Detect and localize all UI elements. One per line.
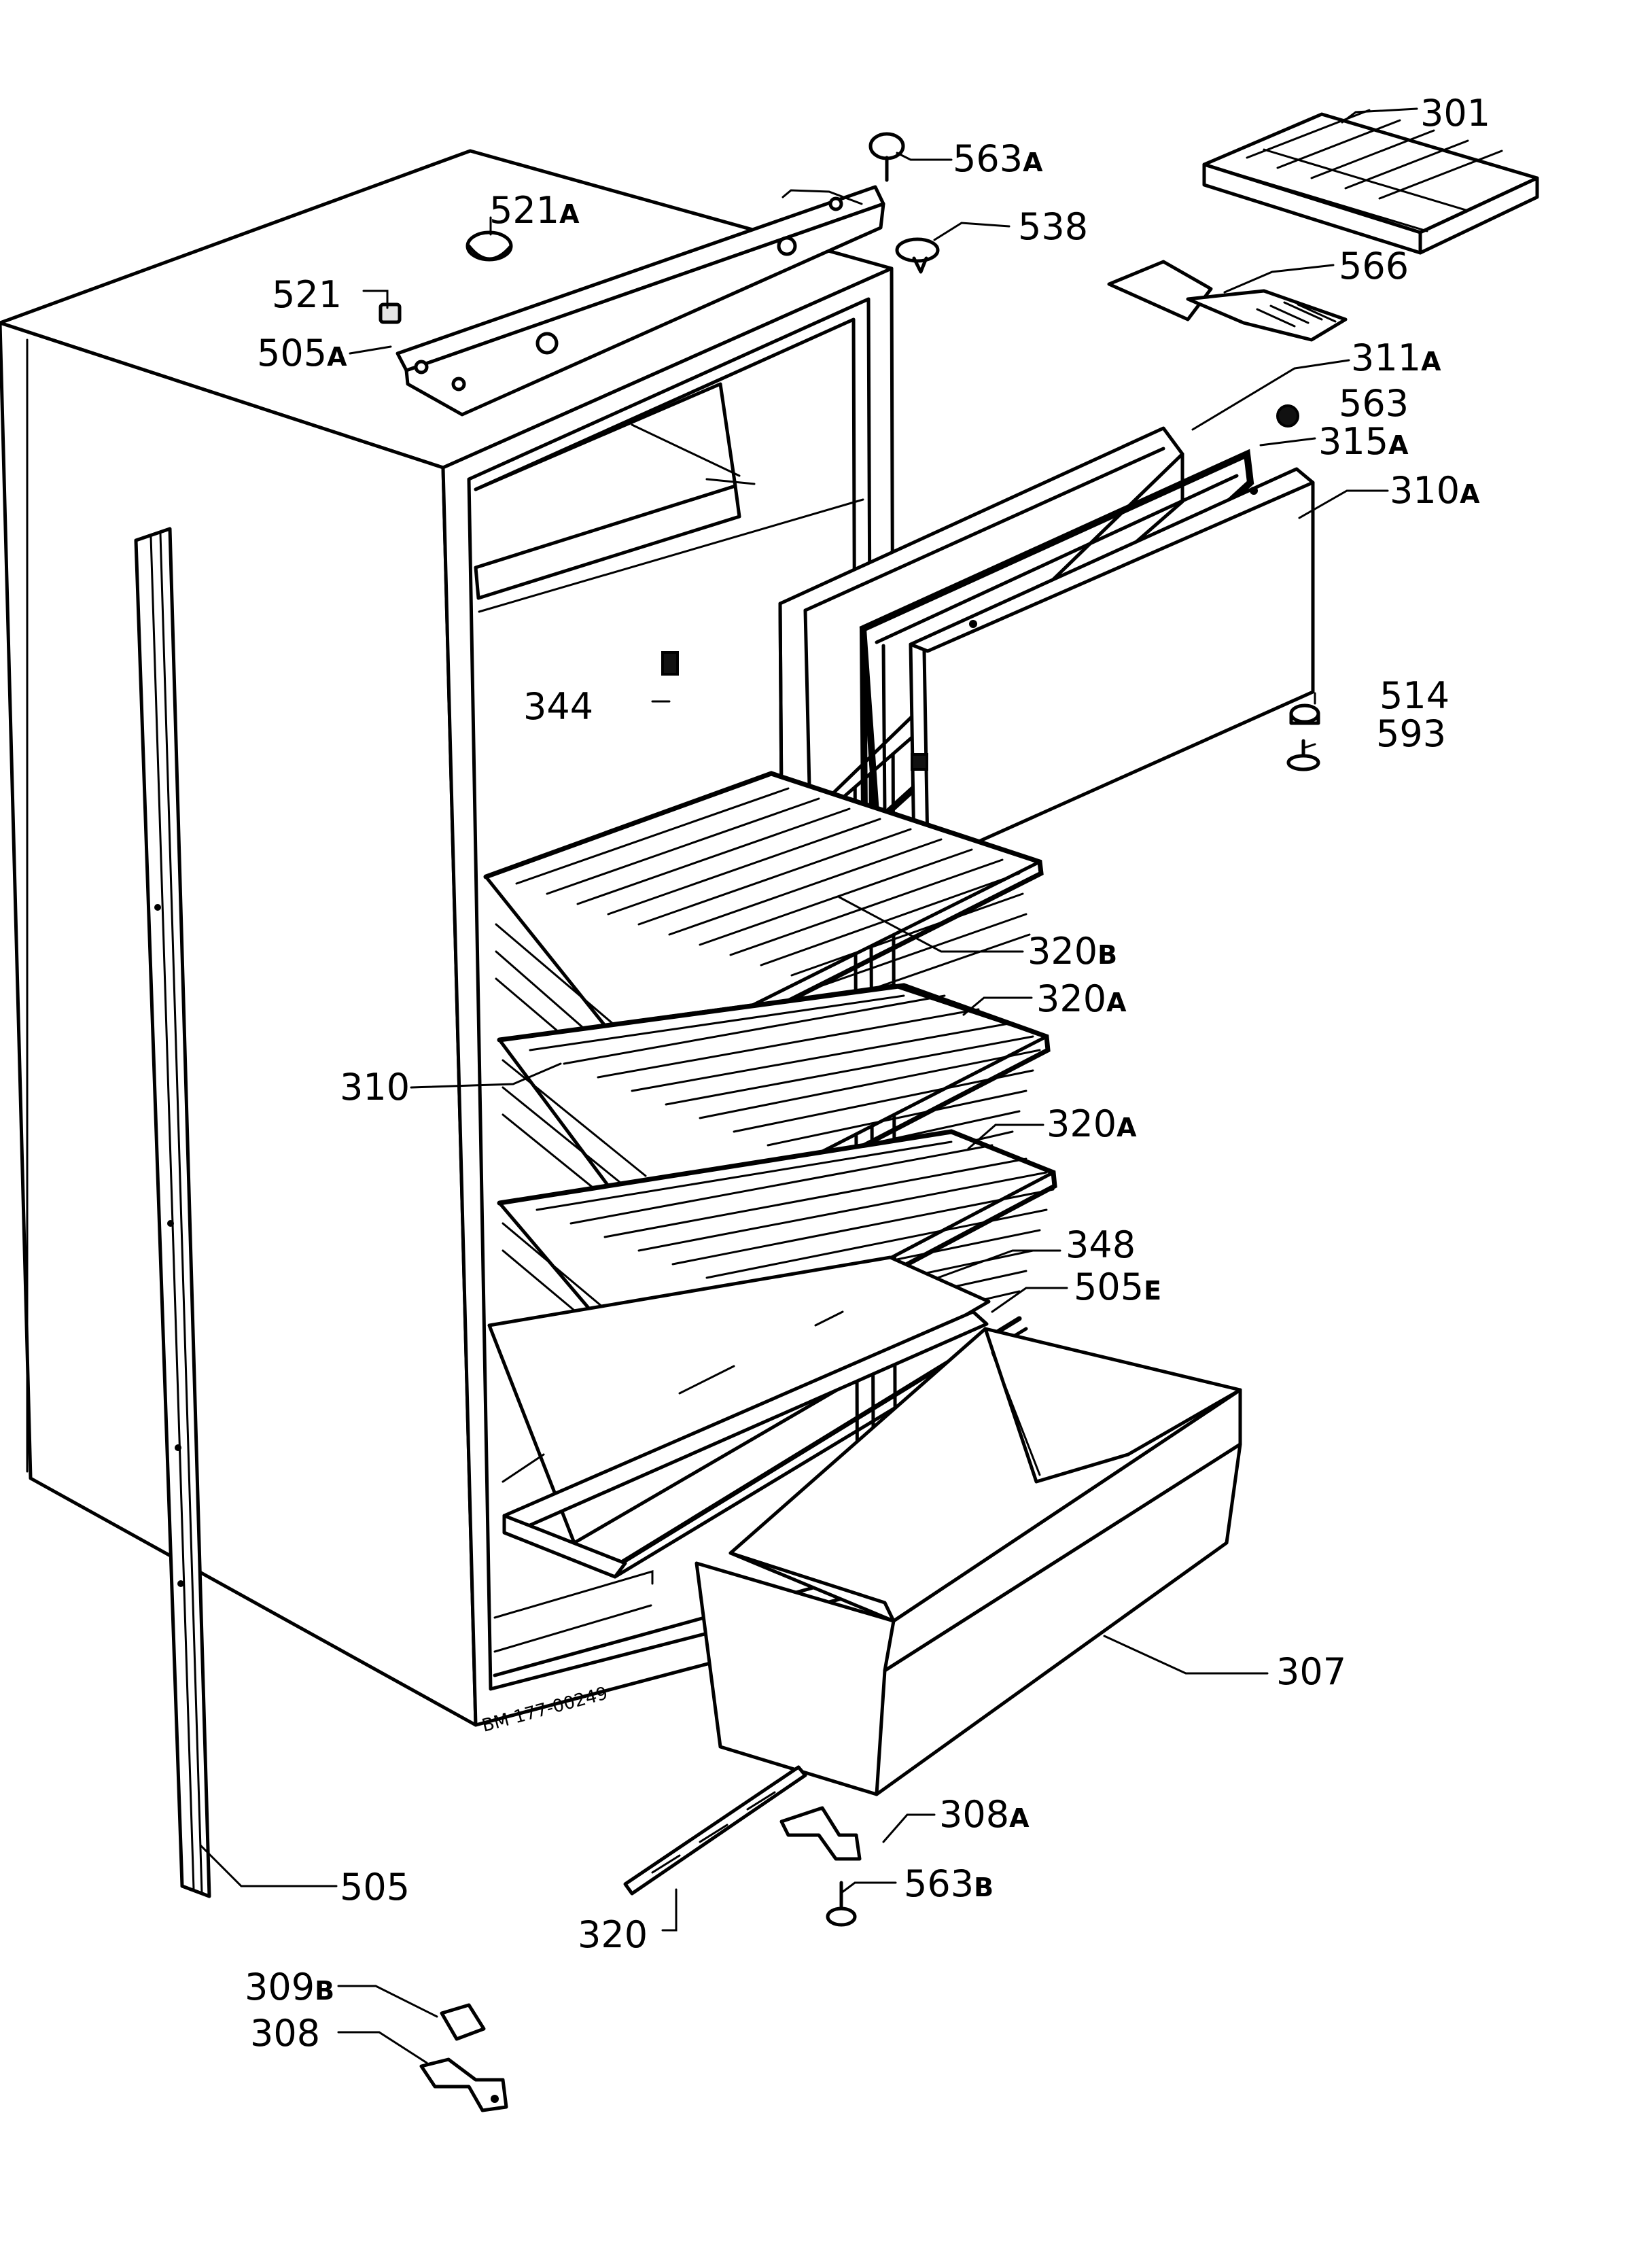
part-suffix: A <box>559 199 580 229</box>
ice-scraper <box>1107 260 1348 342</box>
leader-lines <box>199 107 1418 2064</box>
thermostat-clip-344 <box>661 651 679 676</box>
part-label-563b: 563B <box>904 1862 994 1905</box>
part-number: 308 <box>250 2012 320 2055</box>
part-number: 308 <box>939 1793 1009 1836</box>
drawer-rail-320 <box>623 1765 807 1896</box>
side-rail <box>134 527 211 1898</box>
part-number: 301 <box>1420 92 1490 135</box>
screw-563a <box>868 132 905 182</box>
part-number: 563 <box>953 137 1023 180</box>
part-number: 563 <box>1339 382 1409 425</box>
part-label-320b: 320B <box>1027 930 1117 973</box>
part-suffix: A <box>327 342 347 372</box>
part-suffix: A <box>1106 988 1127 1017</box>
part-number: 563 <box>904 1862 974 1905</box>
part-label-505: 505 <box>340 1866 410 1909</box>
top-hinge-bracket <box>396 185 885 417</box>
part-number: 344 <box>523 685 593 728</box>
part-label-310a: 310A <box>1390 469 1480 512</box>
part-label-348: 348 <box>1066 1223 1136 1266</box>
part-suffix: A <box>1023 147 1043 177</box>
cap-309b <box>440 2003 486 2041</box>
part-suffix: A <box>1009 1803 1030 1833</box>
part-number: 311 <box>1351 336 1421 379</box>
part-number: 505 <box>340 1866 410 1909</box>
part-label-566: 566 <box>1339 245 1409 288</box>
part-label-538: 538 <box>1018 205 1088 248</box>
part-suffix: B <box>974 1873 994 1902</box>
part-label-514: 514 <box>1379 674 1449 717</box>
part-number: 310 <box>340 1066 410 1109</box>
part-suffix: B <box>315 1976 334 2006</box>
part-number: 521 <box>272 273 342 316</box>
ice-tray <box>1202 109 1539 255</box>
bracket-308 <box>419 2057 508 2112</box>
part-label-308: 308 <box>250 2012 320 2055</box>
part-number: 315 <box>1318 420 1388 463</box>
part-number: 307 <box>1276 1650 1346 1693</box>
part-label-521: 521 <box>272 273 342 316</box>
part-label-344: 344 <box>523 685 593 728</box>
part-label-308a: 308A <box>939 1793 1030 1836</box>
hinge-pin-538 <box>895 237 940 274</box>
part-label-309b: 309B <box>245 1966 334 2008</box>
part-number: 521 <box>489 189 559 232</box>
part-suffix: B <box>1097 940 1117 970</box>
part-label-301: 301 <box>1420 92 1490 135</box>
part-number: 310 <box>1390 469 1460 512</box>
part-label-563: 563 <box>1339 382 1409 425</box>
part-number: 348 <box>1066 1223 1136 1266</box>
plug-521 <box>379 302 402 324</box>
part-suffix: A <box>1117 1113 1137 1143</box>
part-label-310: 310 <box>340 1066 410 1109</box>
part-label-505e: 505E <box>1074 1266 1161 1308</box>
screw-563b <box>826 1881 857 1927</box>
part-number: 320 <box>1036 977 1106 1020</box>
part-label-563a: 563A <box>953 137 1043 180</box>
part-label-505a: 505A <box>257 332 347 374</box>
part-suffix: A <box>1460 479 1480 509</box>
part-number: 505 <box>257 332 327 374</box>
part-number: 309 <box>245 1966 315 2008</box>
part-number: 320 <box>1047 1102 1117 1145</box>
part-label-521a: 521A <box>489 189 580 232</box>
cap-514 <box>1289 703 1320 725</box>
bottom-trim-505e <box>502 1310 1028 1579</box>
part-number: 320 <box>1027 930 1097 973</box>
part-suffix: E <box>1144 1276 1161 1306</box>
screw-563 <box>1276 404 1299 428</box>
part-label-320a-1: 320A <box>1036 977 1127 1020</box>
part-number: 566 <box>1339 245 1409 288</box>
part-number: 320 <box>578 1913 648 1956</box>
foot-593 <box>1286 739 1320 771</box>
bracket-308a <box>779 1806 862 1861</box>
part-suffix: A <box>1388 430 1409 460</box>
plug-521a <box>465 230 513 262</box>
part-number: 593 <box>1376 712 1446 755</box>
part-label-307: 307 <box>1276 1650 1346 1693</box>
part-label-593: 593 <box>1376 712 1446 755</box>
crisper-drawer <box>695 1327 1242 1796</box>
part-suffix: A <box>1421 347 1441 377</box>
part-number: 505 <box>1074 1266 1144 1308</box>
freezer-door-310a <box>909 467 1315 862</box>
part-label-315a: 315A <box>1318 420 1409 463</box>
part-number: 514 <box>1379 674 1449 717</box>
part-label-320a-2: 320A <box>1047 1102 1137 1145</box>
part-label-311a: 311A <box>1351 336 1441 379</box>
part-label-320: 320 <box>578 1913 648 1956</box>
part-number: 538 <box>1018 205 1088 248</box>
